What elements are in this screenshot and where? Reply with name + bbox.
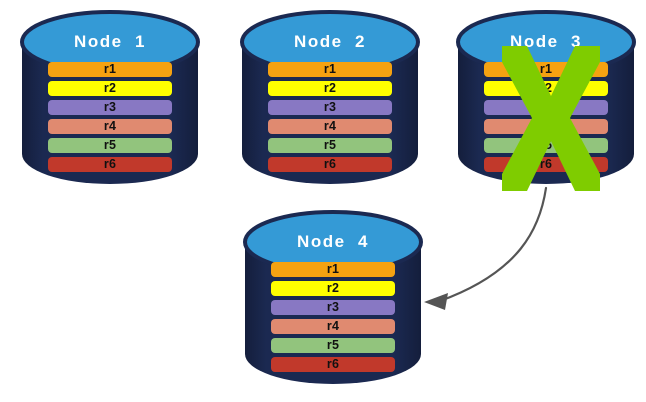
row-r1[interactable]: r1 [271,262,395,277]
row-r6[interactable]: r6 [268,157,392,172]
row-r5[interactable]: r5 [48,138,172,153]
row-label-r5: r5 [323,138,337,153]
row-r6[interactable]: r6 [48,157,172,172]
row-label-r4: r4 [326,319,340,334]
row-label-r2: r2 [103,81,117,96]
row-r6[interactable]: r6 [271,357,395,372]
node-rows-2: r1 r2 r3 r4 r5 r6 [240,62,420,172]
row-label-r3: r3 [323,100,337,115]
row-label-r6: r6 [103,157,117,172]
row-label-r4: r4 [103,119,117,134]
row-r1[interactable]: r1 [48,62,172,77]
node-cylinder-4[interactable]: Node 4 r1 r2 r3 r4 r5 r6 [243,208,423,388]
row-label-r6: r6 [323,157,337,172]
row-label-r2: r2 [326,281,340,296]
row-r4[interactable]: r4 [271,319,395,334]
row-r4[interactable]: r4 [48,119,172,134]
node-cylinder-2[interactable]: Node 2 r1 r2 r3 r4 r5 r6 [240,8,420,188]
row-r2[interactable]: r2 [48,81,172,96]
row-r3[interactable]: r3 [271,300,395,315]
row-r3[interactable]: r3 [268,100,392,115]
row-label-r2: r2 [323,81,337,96]
row-r2[interactable]: r2 [268,81,392,96]
row-r5[interactable]: r5 [271,338,395,353]
row-r1[interactable]: r1 [268,62,392,77]
row-label-r5: r5 [326,338,340,353]
row-r2[interactable]: r2 [271,281,395,296]
row-r4[interactable]: r4 [268,119,392,134]
row-label-r3: r3 [326,300,340,315]
node-rows-4: r1 r2 r3 r4 r5 r6 [243,262,423,372]
node-rows-1: r1 r2 r3 r4 r5 r6 [20,62,200,172]
row-r5[interactable]: r5 [268,138,392,153]
row-label-r1: r1 [326,262,340,277]
row-r3[interactable]: r3 [48,100,172,115]
row-label-r5: r5 [103,138,117,153]
row-label-r3: r3 [103,100,117,115]
row-label-r6: r6 [326,357,340,372]
row-label-r1: r1 [103,62,117,77]
row-label-r1: r1 [323,62,337,77]
row-label-r4: r4 [323,119,337,134]
